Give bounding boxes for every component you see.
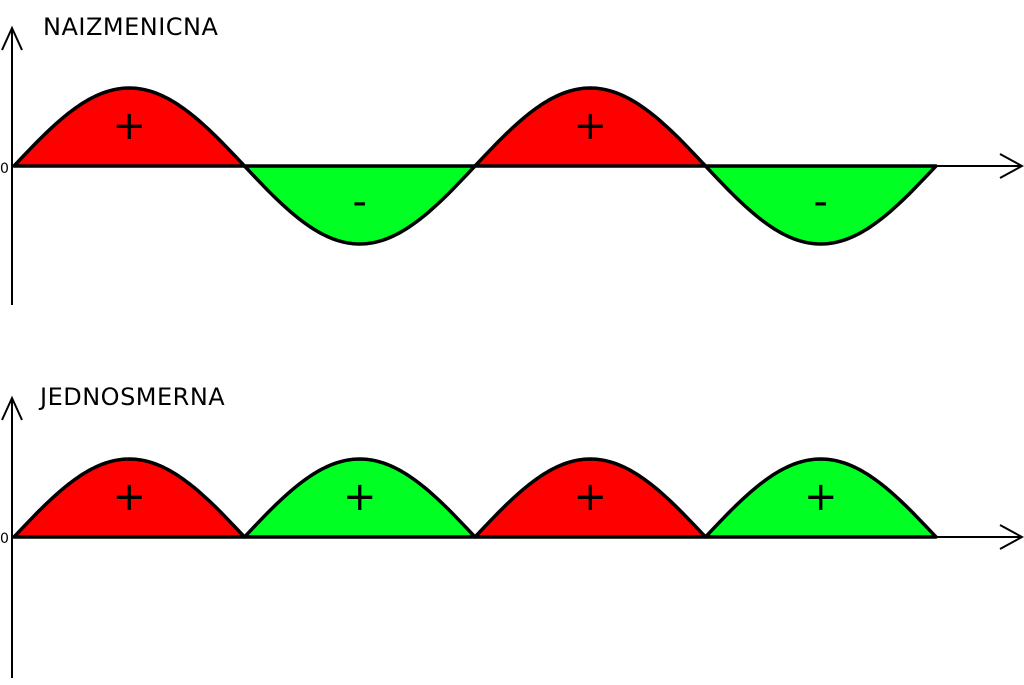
direct-current-panel: JEDNOSMERNA 0 + + + + [0,383,1024,678]
waveform-lobe-positive [12,86,247,168]
waveform-lobe-positive [703,457,938,539]
polarity-sign-label: + [573,103,607,149]
waveform-lobe-positive [473,86,708,168]
waveform-lobe-positive [12,457,247,539]
vertical-axis-arrow-icon [1,25,23,51]
waveform-lobe-positive [473,457,708,539]
axes-dc [1,395,1024,678]
polarity-sign-label: + [112,103,146,149]
waveform-dc: + + + + [12,457,938,539]
waveform-lobe-positive [242,457,477,539]
axes-ac [1,25,1024,305]
waveform-lobe-negative [242,164,477,246]
vertical-axis-arrow-icon [1,395,23,421]
polarity-sign-label: + [573,474,607,520]
horizontal-axis-arrow-icon [999,153,1024,179]
waveform-lobe-negative [703,164,938,246]
polarity-sign-label: + [112,474,146,520]
polarity-sign-label: + [343,474,377,520]
origin-label-dc: 0 [0,531,9,547]
polarity-sign-label: - [353,179,367,225]
polarity-sign-label: - [814,179,828,225]
polarity-sign-label: + [804,474,838,520]
panel-title-ac: NAIZMENICNA [43,13,219,41]
origin-label-ac: 0 [0,161,9,177]
alternating-current-panel: NAIZMENICNA 0 + - + - [0,13,1024,305]
horizontal-axis-arrow-icon [999,524,1024,550]
waveform-ac: + - + - [12,86,938,246]
panel-title-dc: JEDNOSMERNA [38,383,225,411]
